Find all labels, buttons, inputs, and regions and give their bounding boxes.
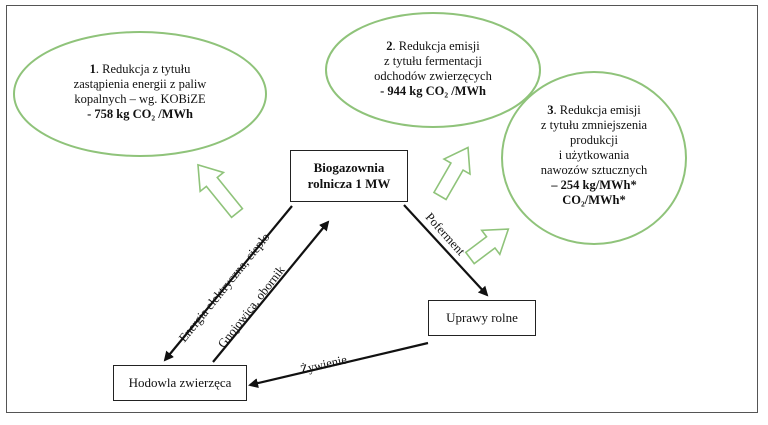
- ellipse-3-line1: . Redukcja emisji: [553, 103, 641, 117]
- ellipse-1-number: 1: [89, 62, 96, 76]
- arrow-feed: [248, 341, 429, 389]
- livestock-label: Hodowla zwierzęca: [128, 375, 232, 390]
- ellipse-1-value: - 758 kg CO₂ /MWh: [87, 107, 193, 121]
- ellipse-2-line1: . Redukcja emisji: [392, 39, 480, 53]
- arrow-energy-heat: [163, 205, 293, 362]
- ellipse-3-line4: i użytkowania: [558, 148, 630, 162]
- ellipse-2-line2: z tytułu fermentacji: [384, 54, 482, 68]
- ellipse-3-line3: produkcji: [570, 133, 618, 147]
- ellipse-reduction-2: [325, 12, 541, 128]
- biogas-plant-line2: rolnicza 1 MW: [307, 176, 391, 191]
- ellipse-1-text: 1. Redukcja z tytułu zastąpienia energii…: [40, 62, 240, 122]
- ellipse-2-line3: odchodów zwierzęcych: [374, 69, 492, 83]
- crops-label: Uprawy rolne: [446, 310, 518, 325]
- ellipse-1-line3: kopalnych – wg. KOBiZE: [74, 92, 206, 106]
- biogas-plant-box: Biogazownia rolnicza 1 MW: [290, 150, 408, 202]
- crops-box: Uprawy rolne: [428, 300, 536, 336]
- ellipse-3-line2: z tytułu zmniejszenia: [540, 118, 648, 132]
- diagram-frame: [6, 5, 758, 413]
- biogas-plant-line1: Biogazownia: [313, 160, 385, 175]
- ellipse-3-number: 3: [547, 103, 554, 117]
- outline-arrow-to-ellipse-2: [432, 146, 471, 201]
- ellipse-1-line2: zastąpienia energii z paliw: [73, 77, 207, 91]
- ellipse-2-number: 2: [386, 39, 393, 53]
- ellipse-2-value: - 944 kg CO₂ /MWh: [380, 84, 486, 98]
- ellipse-1-line1: . Redukcja z tytułu: [95, 62, 191, 76]
- arrow-digestate: [403, 204, 489, 297]
- outline-arrow-to-ellipse-1: [197, 163, 244, 219]
- ellipse-reduction-3: [501, 71, 687, 245]
- outline-arrow-to-ellipse-3: [464, 228, 510, 265]
- ellipse-3-value1: – 254 kg/MWh*: [551, 178, 637, 192]
- arrow-manure: [212, 220, 330, 363]
- ellipse-3-value2: CO₂/MWh*: [562, 193, 626, 207]
- ellipse-3-text: 3. Redukcja emisji z tytułu zmniejszenia…: [509, 103, 679, 208]
- livestock-box: Hodowla zwierzęca: [113, 365, 247, 401]
- ellipse-3-line5: nawozów sztucznych: [540, 163, 648, 177]
- ellipse-reduction-1: [13, 31, 267, 157]
- ellipse-2-text: 2. Redukcja emisji z tytułu fermentacji …: [343, 39, 523, 99]
